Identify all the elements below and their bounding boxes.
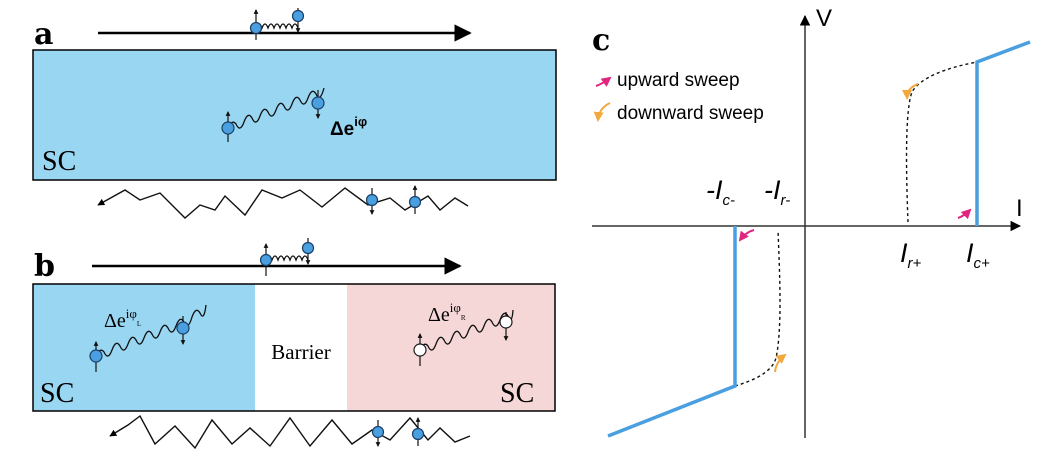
- panel-c-letter: c: [592, 23, 610, 58]
- panel-b-right-cooper-pair: [413, 309, 514, 366]
- panel-a-bottom-pair: [365, 185, 422, 215]
- downward-sweep-arrow-negative: [774, 353, 787, 373]
- panel-b-bottom-pair: [371, 417, 425, 447]
- i-axis-label: I: [1016, 195, 1023, 222]
- downward-sweep-arrow-positive: [902, 83, 919, 100]
- panel-b-left-sc: [33, 284, 255, 411]
- panel-a: a SC Δeiφ: [32, 8, 557, 219]
- panel-b-left-sc-label: SC: [40, 378, 74, 409]
- tick-pos-ic: Ic+: [966, 238, 990, 272]
- tick-pos-ir: Ir+: [900, 238, 922, 272]
- panel-b-right-sc-label: SC: [500, 378, 534, 409]
- lower-dashed-curve: [734, 229, 781, 387]
- v-axis-label: V: [816, 5, 832, 32]
- panel-a-cooper-pair: [221, 87, 325, 142]
- upper-dashed-curve: [905, 61, 978, 223]
- panel-b-letter: b: [34, 249, 55, 284]
- panel-b-right-sc: [347, 284, 555, 411]
- legend-downward-label: downward sweep: [617, 103, 764, 124]
- downward-sweep-icon: [593, 102, 611, 122]
- tick-neg-ir: -Ir-: [764, 175, 790, 209]
- panel-a-letter: a: [34, 17, 53, 52]
- panel-a-sc-label: SC: [42, 146, 76, 177]
- panel-b-top-pair: [259, 238, 315, 276]
- legend-upward-label: upward sweep: [617, 70, 740, 91]
- panel-b-left-cooper-pair: [89, 304, 207, 372]
- panel-c: c V I upward sweep downward sweep: [592, 5, 1031, 438]
- upward-sweep-arrow-negative: [738, 229, 755, 242]
- panel-a-sc-box: [32, 49, 557, 181]
- panel-b-outline: [32, 283, 556, 412]
- legend: upward sweep downward sweep: [593, 70, 764, 124]
- panel-b: b SC SC Barrier ΔeiφL ΔeiφR: [32, 238, 556, 450]
- panel-b-left-order-param: ΔeiφL: [104, 306, 141, 332]
- tick-neg-ic: -Ic-: [706, 175, 735, 209]
- upward-sweep-arrow-positive: [957, 208, 972, 220]
- panel-a-top-pair: [249, 8, 305, 40]
- iv-curve-lower: [607, 226, 737, 438]
- panel-b-barrier: [255, 284, 347, 411]
- iv-curve-upper: [975, 40, 1031, 226]
- panel-b-right-order-param: ΔeiφR: [428, 300, 466, 326]
- panel-a-order-param: Δeiφ: [330, 114, 367, 140]
- panel-b-barrier-label: Barrier: [271, 340, 330, 364]
- upward-sweep-icon: [595, 76, 612, 87]
